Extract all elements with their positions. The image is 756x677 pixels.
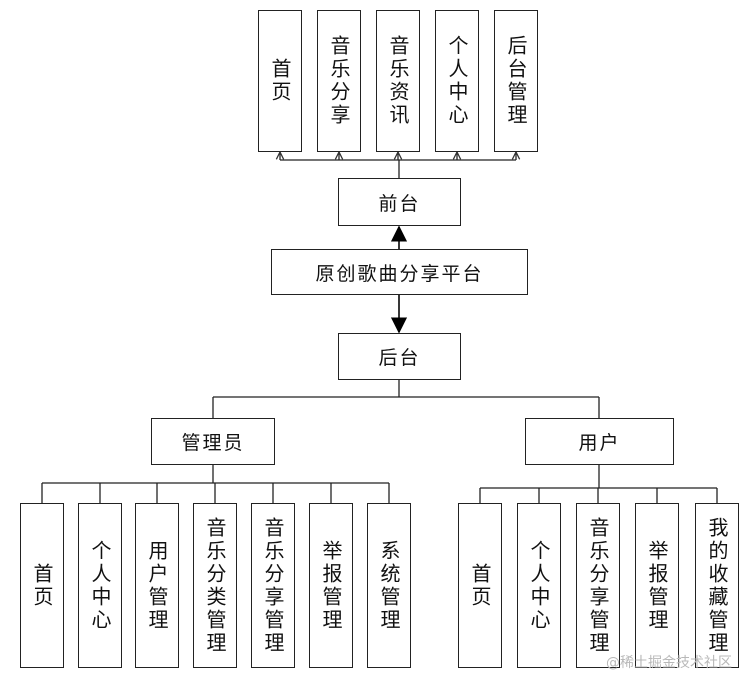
user-module-personal-center: 个人中心 — [517, 503, 561, 668]
user-module-report-manage: 举报管理 — [635, 503, 679, 668]
admin-module-user-manage: 用户管理 — [135, 503, 179, 668]
frontend-node: 前台 — [338, 178, 461, 226]
admin-module-music-share-manage: 音乐分享管理 — [251, 503, 295, 668]
user-module-music-share-manage: 音乐分享管理 — [576, 503, 620, 668]
backend-node: 后台 — [338, 333, 461, 380]
admin-module-system-manage: 系统管理 — [367, 503, 411, 668]
frontend-module-home: 首页 — [258, 10, 302, 152]
frontend-module-music-news: 音乐资讯 — [376, 10, 420, 152]
user-module-home: 首页 — [458, 503, 502, 668]
frontend-module-music-share: 音乐分享 — [317, 10, 361, 152]
frontend-module-personal-center: 个人中心 — [435, 10, 479, 152]
admin-module-music-category-manage: 音乐分类管理 — [193, 503, 237, 668]
admin-node: 管理员 — [151, 418, 275, 465]
admin-module-report-manage: 举报管理 — [309, 503, 353, 668]
frontend-module-backend-manage: 后台管理 — [494, 10, 538, 152]
user-module-favorites-manage: 我的收藏管理 — [695, 503, 739, 668]
root-node: 原创歌曲分享平台 — [271, 249, 528, 295]
user-node: 用户 — [525, 418, 674, 465]
admin-module-personal-center: 个人中心 — [78, 503, 122, 668]
watermark: @稀土掘金技术社区 — [606, 655, 732, 671]
admin-module-home: 首页 — [20, 503, 64, 668]
